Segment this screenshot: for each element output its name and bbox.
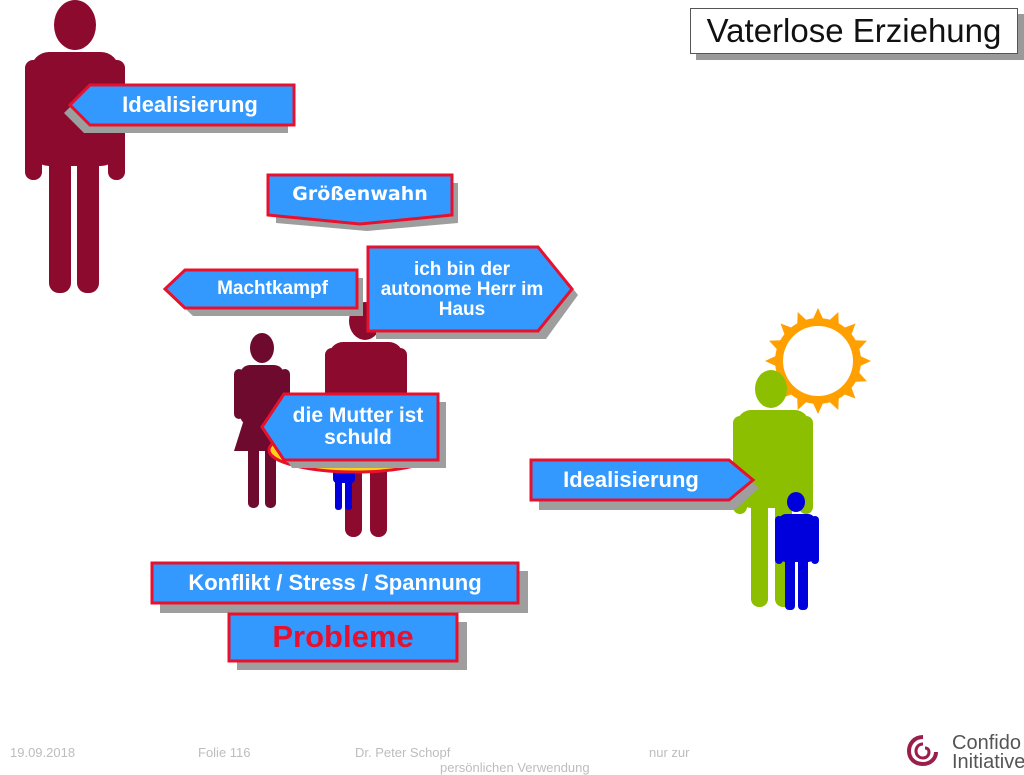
footer-date: 19.09.2018 bbox=[10, 745, 76, 760]
mutter-schuld-arrow-shape bbox=[260, 392, 446, 468]
confido-logo-text: Confido Initiativen bbox=[952, 732, 1024, 773]
groessenwahn-label: Größenwahn bbox=[292, 183, 428, 206]
boy-figure-icon bbox=[775, 492, 819, 610]
logo-line2: Initiativen bbox=[952, 751, 1024, 773]
probleme-label: Probleme bbox=[272, 619, 414, 655]
idealisierung-top-arrow-shape bbox=[64, 83, 296, 133]
footer-slide-number: Folie 116 bbox=[198, 745, 251, 760]
ideal-father-figure-icon bbox=[733, 370, 813, 607]
sun-icon bbox=[765, 308, 871, 414]
mutter-schuld-label: die Mutter ist schuld bbox=[292, 403, 424, 449]
idealisierung-right-arrow-shape bbox=[529, 458, 759, 510]
konflikt-box-shape bbox=[150, 561, 528, 613]
konflikt-label: Konflikt / Stress / Spannung bbox=[188, 570, 482, 596]
idealisierung-right-label: Idealisierung bbox=[563, 467, 699, 493]
footer-note: nur zur bbox=[649, 745, 690, 760]
groessenwahn-arrow-shape bbox=[266, 173, 458, 231]
slide-title: Vaterlose Erziehung bbox=[690, 8, 1018, 54]
autonome-herr-label: ich bin der autonome Herr im Haus bbox=[380, 259, 544, 320]
logo-line1: Confido bbox=[952, 732, 1021, 754]
machtkampf-label: Machtkampf bbox=[217, 278, 328, 300]
idealisierung-top-label: Idealisierung bbox=[122, 92, 258, 118]
confido-logo-icon bbox=[906, 735, 938, 767]
mother-figure-icon bbox=[234, 333, 290, 508]
autonome-herr-arrow-shape bbox=[366, 245, 578, 339]
father-figure-icon bbox=[25, 0, 125, 293]
footer-author: Dr. Peter Schopf bbox=[355, 745, 451, 760]
probleme-box-shape bbox=[227, 612, 467, 670]
machtkampf-arrow-shape bbox=[162, 268, 363, 316]
